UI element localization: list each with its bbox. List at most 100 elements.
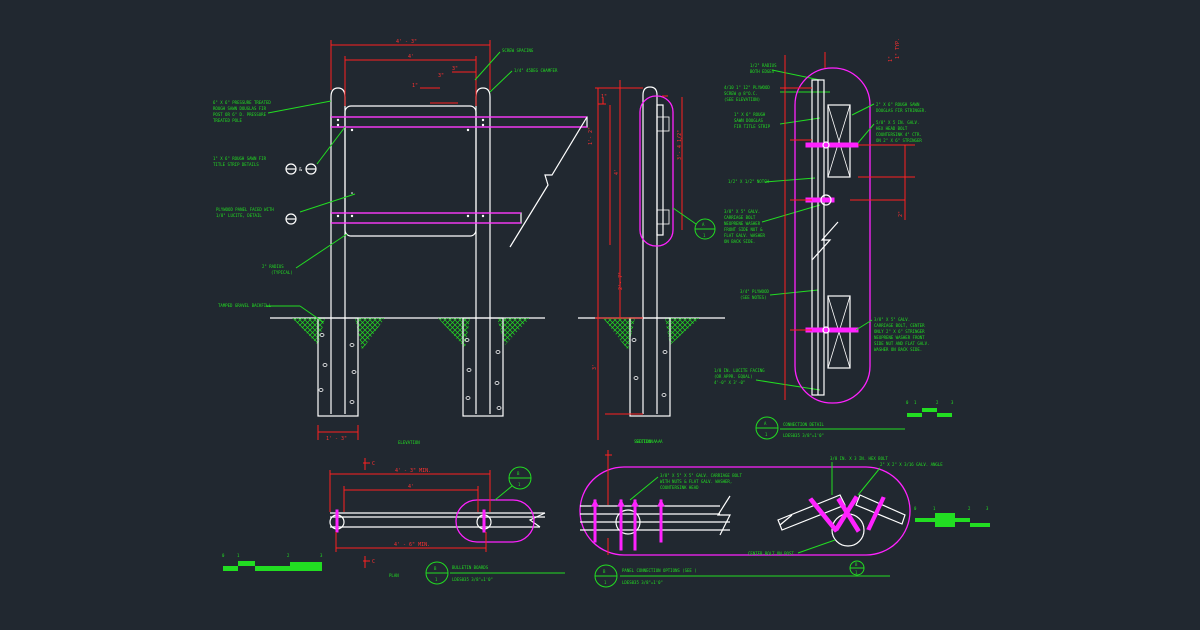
board-panel [344, 105, 477, 237]
plan-dim-mid: 4' [408, 484, 414, 490]
svg-text:A: A [702, 222, 705, 227]
svg-text:3/8 IN. X 3 IN. HEX BOLT: 3/8 IN. X 3 IN. HEX BOLT [830, 456, 888, 461]
svg-text:1: 1 [914, 400, 917, 405]
panel-connection-subtitle: LDES035 3/8"=1'0" [622, 580, 663, 585]
dim-top-3b-label: 3" [438, 73, 444, 79]
svg-text:1: 1 [237, 553, 240, 558]
svg-text:1: 1 [518, 482, 521, 487]
plan-dim-top: 4' - 3" MIN. [395, 468, 431, 474]
svg-text:1": 1" [601, 94, 607, 100]
soil-hatch-left-b [355, 318, 385, 350]
section-view: 1'- 2" 4' 3'- 4 1/2" 2'- 7" 3' 1" A 1 SE… [578, 80, 725, 444]
svg-text:C: C [372, 461, 375, 467]
plan-title: PLAN [389, 573, 399, 578]
dim-top-1-label: 1" [412, 83, 418, 89]
right-footing [462, 317, 504, 417]
svg-text:2: 2 [968, 506, 971, 511]
section-detail-callout-ring [639, 95, 674, 247]
svg-text:1: 1 [933, 506, 936, 511]
svg-text:C: C [372, 559, 375, 565]
bulletin-title-block: B 1 BULLETIN BOARDS LDES035 3/8"=1'0" [425, 561, 565, 585]
svg-text:&: & [299, 167, 302, 173]
svg-text:1: 1 [765, 432, 768, 437]
left-footing [317, 317, 359, 417]
svg-text:1'- 2": 1'- 2" [588, 127, 594, 145]
connection-stringer-top [827, 104, 851, 178]
panel-angled-left [777, 494, 846, 531]
elevation-view: 4' - 3" 4' 3" 1" 3" 1' - 3" 6" X 6" PRES… [213, 39, 588, 445]
left-post [330, 87, 346, 318]
svg-text:1: 1 [703, 233, 706, 238]
svg-text:1/2" X 1/2" NOTCH: 1/2" X 1/2" NOTCH [728, 179, 770, 184]
scale-bar-panel: 0 1 2 3 [914, 506, 990, 527]
plan-view: 4' - 3" MIN. 4' 4' - 6" MIN. C C B 1 PLA… [329, 458, 546, 578]
elevation-title: ELEVATION [398, 440, 420, 445]
svg-text:0: 0 [906, 400, 909, 405]
right-post [475, 87, 491, 318]
scale-bar-right: 0 1 2 3 [906, 400, 954, 417]
note-panel: PLYWOOD PANEL FACED WITH 1/8" LUCITE, DE… [216, 207, 276, 218]
svg-text:3': 3' [592, 364, 598, 370]
panel-option-post [615, 509, 641, 535]
plan-detail-ring [455, 499, 535, 543]
svg-text:3'- 4 1/2": 3'- 4 1/2" [677, 130, 683, 160]
gravel-texture [318, 333, 502, 410]
svg-text:B: B [517, 471, 520, 476]
dim-top-3-label: 3" [452, 66, 458, 72]
elevation-dimensions: 4' - 3" 4' 3" 1" 3" 1' - 3" [317, 39, 491, 442]
svg-text:1": 1" [888, 56, 894, 62]
middle-strip [330, 212, 522, 224]
soil-hatch-right-b [497, 318, 530, 345]
screws [336, 118, 485, 218]
panel-connection-title: PANEL CONNECTION OPTIONS (SEE ) [622, 568, 697, 573]
svg-text:B: B [603, 569, 606, 574]
top-strip [330, 116, 588, 128]
note-backfill: TAMPED GRAVEL BACKFILL [218, 303, 272, 308]
note-posts: 6" X 6" PRESSURE TREATED ROUGH SAWN DOUG… [213, 100, 273, 123]
scale-bar-left: 0 1 2 3 [222, 553, 323, 571]
section-post [642, 86, 658, 318]
bulletin-title: BULLETIN BOARDS [452, 565, 489, 570]
svg-text:4': 4' [614, 169, 620, 175]
svg-text:A: A [764, 421, 767, 426]
connection-detail-ring [794, 67, 871, 404]
panel-angled-bolts [808, 495, 886, 533]
dim-overall-label: 4' - 3" [396, 39, 417, 45]
panel-angled-right [855, 494, 906, 525]
section-cut-markers [602, 95, 668, 104]
panel-note-center: CENTER BOLT ON POST [748, 551, 794, 556]
note-chamfer: 1/4" 45DEG CHAMFER [514, 68, 558, 73]
section-panel [656, 104, 664, 236]
svg-text:3: 3 [951, 400, 954, 405]
svg-text:B: B [855, 562, 858, 567]
note-trim: 1" X 6" ROUGH SAWN FIR TITLE STRIP DETAI… [213, 156, 268, 167]
svg-text:1: 1 [604, 580, 607, 585]
svg-text:2": 2" [898, 211, 904, 217]
note-screw: SCREW SPACING [502, 48, 534, 53]
connection-detail-subtitle: LDES035 3/8"=1'0" [783, 433, 824, 438]
svg-text:2'- 7": 2'- 7" [618, 272, 624, 290]
svg-text:0: 0 [222, 553, 225, 558]
dim-footing-label: 1' - 3" [326, 436, 347, 442]
note-radius: 2" RADIUS (TYPICAL) [262, 264, 293, 275]
soil-hatch-right-a [438, 318, 470, 348]
panel-option-bolts [591, 498, 665, 551]
dim-board-label: 4' [408, 54, 414, 60]
svg-text:0: 0 [914, 506, 917, 511]
svg-text:3: 3 [986, 506, 989, 511]
connection-break [811, 221, 839, 261]
svg-text:1: 1 [435, 577, 438, 582]
connection-detail-title: CONNECTION DETAIL [783, 422, 825, 427]
soil-hatch-left-a [292, 318, 325, 345]
section-title: SECTION A-A [636, 439, 663, 444]
plan-dim-bottom: 4' - 6" MIN. [394, 542, 430, 548]
